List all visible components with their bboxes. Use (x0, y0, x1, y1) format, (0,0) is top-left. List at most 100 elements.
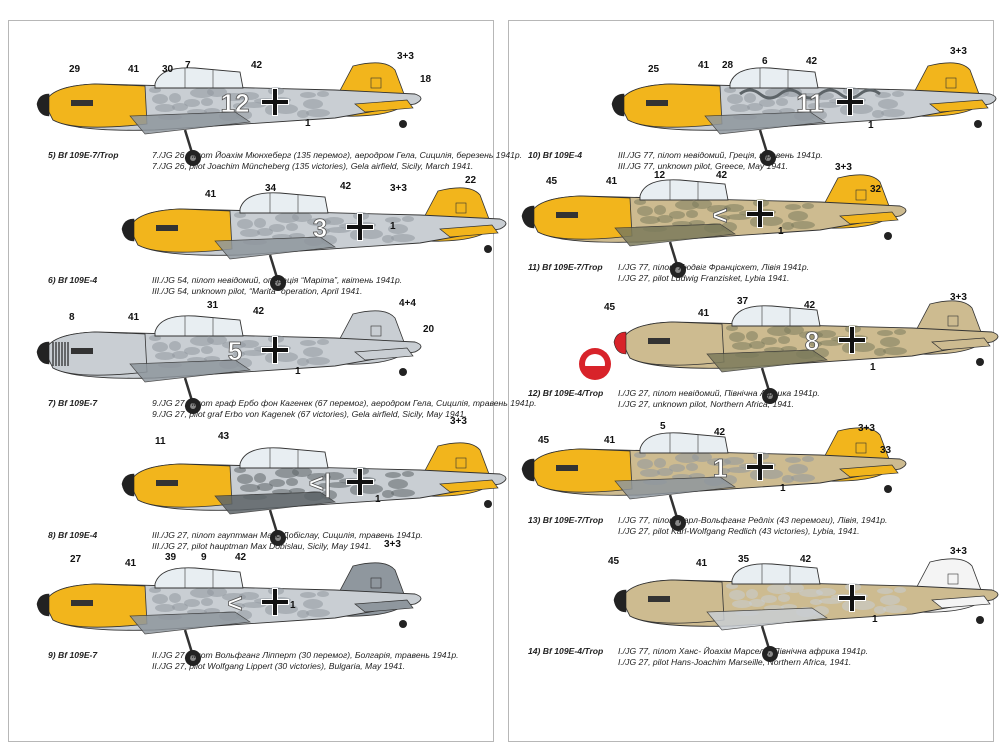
tail-marking-box (855, 189, 867, 201)
caption-line-en: I./JG 27, unknown pilot, Northern Africa… (618, 398, 794, 409)
decal-title: 9) Bf 109E-7 (48, 650, 98, 660)
mottle-spot (152, 94, 168, 104)
mottle-spot (874, 606, 886, 614)
mottle-spot (240, 229, 260, 237)
mottle-spot (849, 104, 873, 114)
callout-number: 20 (423, 324, 435, 335)
mottle-spot (169, 93, 181, 103)
callout-number: 1 (295, 366, 301, 377)
spinner (36, 93, 50, 117)
callout-number: 45 (604, 302, 616, 313)
mottle-spot (169, 593, 181, 603)
mottle-spot (233, 603, 245, 609)
mottle-spot (657, 468, 673, 476)
mottle-spot (242, 350, 266, 356)
exhaust (648, 596, 670, 602)
decal-title: 8) Bf 109E-4 (48, 530, 98, 540)
wing (129, 359, 251, 383)
mottle-spot (402, 471, 414, 477)
mottle-spot (149, 335, 161, 341)
mottle-spot (327, 227, 351, 233)
decal-title: 10) Bf 109E-4 (528, 150, 582, 160)
wheel-hub (190, 655, 196, 661)
mottle-spot (744, 93, 756, 103)
mottle-spot (759, 216, 783, 226)
mottle-spot (317, 339, 329, 345)
mottle-spot (726, 583, 738, 589)
tail-marking-box (947, 573, 959, 585)
callout-number: 22 (465, 175, 477, 186)
mottle-spot (184, 347, 200, 355)
caption-line-ua: II./JG 27, пілот Вольфганг Ліпперт (30 п… (152, 650, 459, 660)
callout-number: 1 (290, 600, 296, 611)
wing (614, 223, 736, 247)
mottle-spot (317, 591, 329, 597)
callout-number: 1 (305, 118, 311, 129)
mottle-spot (788, 464, 808, 474)
callout-number: 3+3 (835, 162, 852, 173)
mottle-spot (388, 224, 408, 234)
mottle-spot (257, 228, 273, 236)
mottle-spot (184, 99, 200, 107)
decal-title: 7) Bf 109E-7 (48, 398, 98, 408)
mottle-spot (657, 215, 673, 223)
exhaust (646, 100, 668, 106)
fuselage-code: < (712, 200, 727, 230)
aircraft-profile: <| (121, 442, 507, 546)
mottle-spot (851, 342, 875, 352)
mottle-spot (747, 103, 763, 111)
callout-number: 3+3 (450, 416, 467, 427)
mottle-spot (788, 211, 808, 221)
exhaust (156, 225, 178, 231)
caption-line-en: III./JG 77, unknown pilot, Greece, May 1… (618, 160, 789, 171)
tailplane (354, 347, 414, 361)
callout-number: 31 (207, 300, 219, 311)
mottle-spot (894, 587, 906, 593)
fuselage-code: 8 (805, 326, 819, 356)
fuselage-code: 12 (221, 88, 250, 118)
decal-title: 14) Bf 109E-4/Trop (528, 646, 604, 656)
wing (706, 607, 828, 631)
mottle-spot (874, 348, 886, 356)
mottle-spot (883, 605, 907, 613)
mottle-spot (778, 336, 790, 344)
callout-number: 1 (390, 221, 396, 232)
mottle-spot (234, 467, 246, 473)
caption-line-ua: I./JG 77, пілот Людвіг Франціскет, Лівія… (618, 262, 810, 272)
decal-title: 12) Bf 109E-4/Trop (528, 388, 604, 398)
caption-line-ua: I./JG 77, пілот Ханс- Йоахім Марсель, Пі… (618, 646, 869, 656)
mottle-spot (318, 483, 330, 489)
mottle-spot (391, 489, 415, 497)
mottle-spot (654, 458, 666, 468)
mottle-spot (184, 599, 200, 607)
mottle-spot (292, 467, 312, 477)
mottle-spot (817, 102, 841, 108)
mottle-spot (303, 347, 323, 357)
tail-marking-box (455, 202, 467, 214)
wheel-hub (190, 155, 196, 161)
mottle-spot (242, 602, 266, 608)
mottle-spot (233, 103, 245, 109)
decal-title: 5) Bf 109E-7/Trop (48, 150, 119, 160)
mottle-spot (237, 219, 253, 229)
aircraft-profile: 8 (613, 300, 999, 404)
tailplane (929, 99, 989, 113)
mottle-spot (359, 484, 383, 494)
wheel-hub (675, 520, 681, 526)
mottle-spot (318, 228, 330, 234)
callout-number: 32 (870, 184, 882, 195)
tail-wheel (484, 245, 492, 253)
mottle-spot (242, 102, 266, 108)
mottle-spot (749, 599, 765, 607)
mottle-spot (234, 212, 246, 218)
mottle-spot (382, 490, 394, 498)
decal-title: 11) Bf 109E-7/Trop (528, 262, 603, 272)
mottle-spot (718, 215, 730, 221)
wheel-hub (765, 155, 771, 161)
callout-number: 42 (800, 554, 812, 565)
mottle-spot (880, 337, 900, 347)
mottle-spot (155, 604, 175, 612)
